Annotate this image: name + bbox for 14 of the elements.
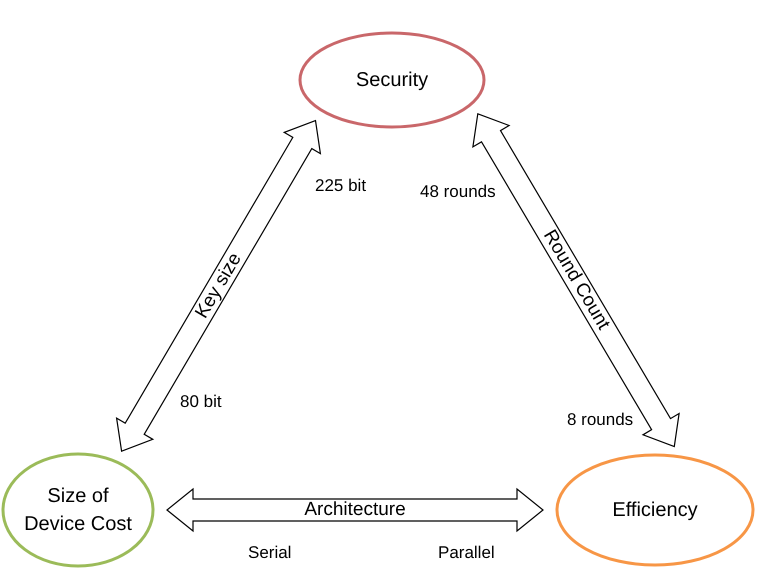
- node-label: Size of Device Cost: [23, 484, 133, 537]
- node-label: Security: [354, 68, 430, 93]
- node-label: Efficiency: [611, 498, 699, 523]
- annotation-text: 80 bit: [180, 392, 222, 412]
- annotation-text: 8 rounds: [567, 410, 634, 430]
- double-arrow: [116, 120, 322, 452]
- annotation-text: Parallel: [438, 543, 495, 563]
- annotation-text: Serial: [248, 543, 292, 563]
- double-arrow: [166, 488, 544, 532]
- annotation-text: 225 bit: [315, 176, 366, 196]
- edge-label: Key size: [190, 249, 246, 322]
- double-arrow: [472, 112, 680, 448]
- edge-label: Architecture: [304, 499, 406, 521]
- annotation-text: 48 rounds: [420, 182, 496, 202]
